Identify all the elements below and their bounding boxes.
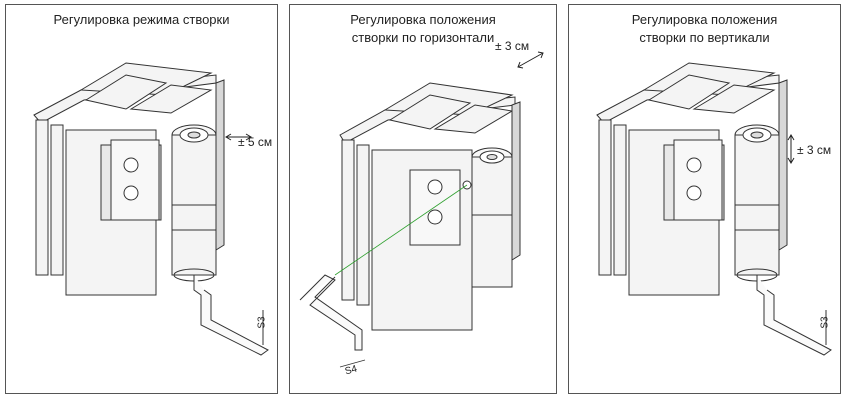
panel-title: Регулировка положения створки по горизон… [290, 11, 556, 47]
panel-title: Регулировка положения створки по вертика… [569, 11, 840, 47]
title-line-2: створки по горизонтали [351, 30, 495, 45]
panel-horizontal-adjustment: Регулировка положения створки по горизон… [289, 4, 557, 394]
adjustment-label: ± 3 см [495, 39, 530, 53]
hinge-illustration [299, 51, 544, 368]
adjustment-label: ± 3 см [797, 143, 832, 157]
title-line-1: Регулировка режима створки [53, 12, 230, 27]
key-size-label: S3 [256, 316, 268, 329]
panel-vertical-adjustment: Регулировка положения створки по вертика… [568, 4, 841, 394]
panel-title: Регулировка режима створки [6, 11, 277, 29]
key-size-label: S3 [819, 316, 831, 329]
hinge-illustration [596, 62, 832, 356]
panel-mode-adjustment: Регулировка режима створки [5, 4, 278, 394]
title-line-1: Регулировка положения [631, 12, 778, 27]
hinge-illustration [33, 62, 269, 356]
adjustment-label: ± 5 см [238, 135, 273, 149]
title-line-1: Регулировка положения [350, 12, 496, 27]
title-line-2: створки по вертикали [639, 30, 770, 45]
